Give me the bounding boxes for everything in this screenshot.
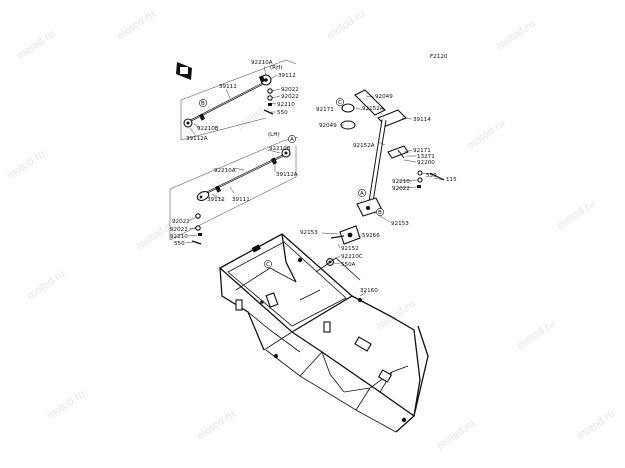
- part-92171-left: 92171: [316, 107, 334, 113]
- watermark: motod.ru: [515, 318, 557, 353]
- part-59266: 59266: [362, 233, 380, 239]
- part-92210-mid: 92210: [392, 179, 410, 185]
- part-92153-right: 92153: [391, 221, 409, 227]
- part-92171-right: 92171: [413, 148, 431, 154]
- part-92210B-rh: 92210B: [197, 126, 219, 132]
- part-115: 115: [446, 177, 457, 183]
- part-550-mid: 550: [426, 173, 437, 179]
- steering-shaft-group: C A B: [321, 89, 445, 266]
- callout-b-rh: B: [201, 101, 205, 107]
- callout-b-shaft: B: [378, 210, 382, 216]
- part-92210A-lh: 92210A: [214, 168, 236, 174]
- callout-c-frame: C: [266, 262, 270, 268]
- part-92152: 92152: [341, 246, 359, 252]
- watermark: motod.ru: [495, 18, 537, 53]
- tie-rod-end-rh-outer: [183, 118, 193, 128]
- part-39111-lh: 39111: [232, 197, 250, 203]
- watermark: motod.ru: [435, 418, 477, 453]
- watermark: motod.ru: [115, 8, 157, 43]
- watermark: motod.ru: [325, 8, 367, 43]
- part-92210A-rh: 92210A: [251, 60, 273, 66]
- part-32160: 32160: [360, 288, 378, 294]
- tie-rod-end-lh-inner: [281, 148, 291, 158]
- lh-tie-rod-group: A (LH): [169, 132, 299, 245]
- callout-a-shaft: A: [360, 191, 364, 197]
- part-92210-lh: 92210: [170, 234, 188, 240]
- rh-tie-rod-group: B (RH): [180, 59, 297, 141]
- part-92153-left: 92153: [300, 230, 318, 236]
- part-39111-rh: 39111: [219, 84, 237, 90]
- watermark: motod.ru: [5, 148, 47, 183]
- part-550-lh: 550: [174, 241, 185, 247]
- part-92022-rh-1: 92022: [281, 87, 299, 93]
- callout-c-shaft: C: [338, 100, 342, 106]
- tag-icon: [176, 62, 192, 80]
- lh-label: (LH): [268, 132, 280, 138]
- part-92022-mid: 92022: [392, 186, 410, 192]
- part-92049-top: 92049: [375, 94, 393, 100]
- callout-a-lh: A: [290, 137, 294, 143]
- part-13271: 13271: [417, 154, 435, 160]
- part-92152A-top: 92152A: [362, 106, 384, 112]
- part-39112-rh: 39112: [278, 73, 296, 79]
- part-92210C: 92210C: [341, 254, 363, 260]
- part-92200: 92200: [417, 160, 435, 166]
- watermark: motod.ru: [25, 268, 67, 303]
- part-39114: 39114: [413, 117, 431, 123]
- part-92022-lh-1: 92022: [172, 219, 190, 225]
- watermark: motod.ru: [235, 98, 277, 133]
- part-39112A-lh: 39112A: [276, 172, 298, 178]
- part-39112-lh: 39112: [207, 197, 225, 203]
- tie-rod-end-lh-outer: [196, 191, 210, 201]
- part-92210B-lh: 92210B: [269, 146, 291, 152]
- part-92022-rh-2: 92022: [281, 94, 299, 100]
- rh-label: (RH): [270, 65, 282, 71]
- watermark: motod.ru: [375, 298, 417, 333]
- watermark: motod.ru: [15, 28, 57, 63]
- part-550-rh: 550: [277, 110, 288, 116]
- part-92049-left: 92049: [319, 123, 337, 129]
- watermark: motod.ru: [465, 118, 507, 153]
- watermark: motod.ru: [555, 198, 597, 233]
- figure-id: F2120: [430, 54, 448, 60]
- part-92152A-mid: 92152A: [353, 143, 375, 149]
- part-550A: 550A: [341, 262, 356, 268]
- frame-32160: C: [218, 233, 429, 433]
- part-39112A-rh: 39112A: [186, 136, 208, 142]
- part-92022-lh-2: 92022: [170, 227, 188, 233]
- part-92210-rh: 92210: [277, 102, 295, 108]
- watermark: motod.ru: [575, 408, 617, 443]
- watermark: motod.ru: [195, 408, 237, 443]
- watermark: motod.ru: [45, 388, 87, 423]
